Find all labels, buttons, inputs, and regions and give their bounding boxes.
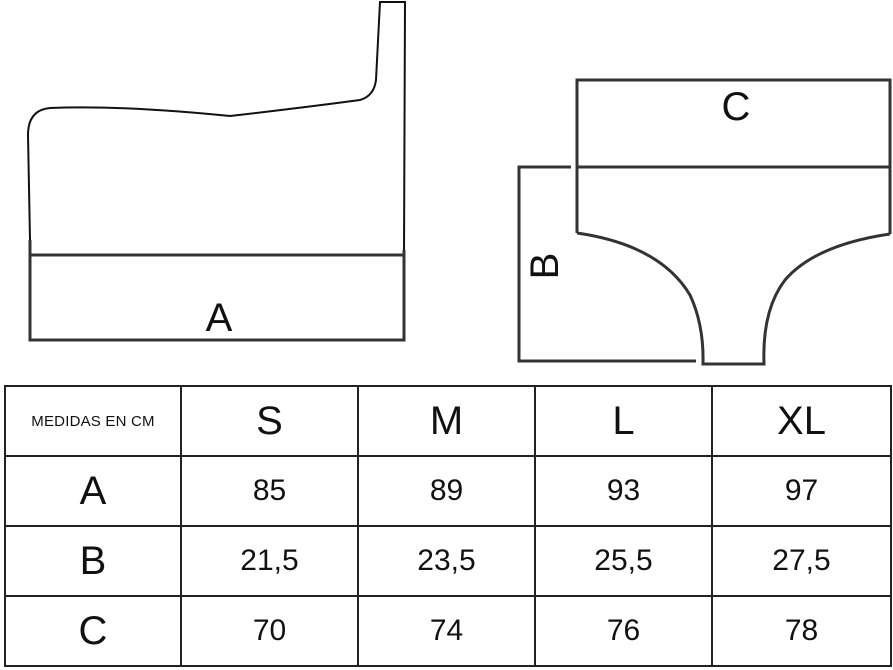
label-b: B [523, 253, 567, 280]
table-cell: 93 [534, 455, 713, 527]
row-label: B [4, 525, 182, 597]
measure-line-a [28, 240, 406, 342]
table-row: C 70 74 76 78 [4, 595, 892, 667]
table-row: A 85 89 93 97 [4, 455, 892, 527]
label-a: A [206, 296, 233, 340]
measure-line-b [517, 165, 696, 363]
size-header-xl: XL [711, 385, 892, 457]
table-cell: 21,5 [180, 525, 359, 597]
size-header-m: M [357, 385, 536, 457]
corner-label: MEDIDAS EN CM [4, 385, 182, 457]
table-cell: 85 [180, 455, 359, 527]
table-header-row: MEDIDAS EN CM S M L XL [4, 385, 892, 457]
measure-box-c [575, 78, 892, 234]
bottom-garment-outline [576, 231, 891, 366]
size-table: MEDIDAS EN CM S M L XL A 85 89 93 97 B 2… [4, 385, 892, 667]
table-cell: 74 [357, 595, 536, 667]
table-row: B 21,5 23,5 25,5 27,5 [4, 525, 892, 597]
size-header-l: L [534, 385, 713, 457]
row-label: A [4, 455, 182, 527]
size-header-s: S [180, 385, 359, 457]
measurement-diagram: A C B [26, 0, 892, 366]
table-cell: 27,5 [711, 525, 892, 597]
label-c: C [722, 85, 751, 129]
table-cell: 89 [357, 455, 536, 527]
table-cell: 25,5 [534, 525, 713, 597]
row-label: C [4, 595, 182, 667]
table-cell: 97 [711, 455, 892, 527]
table-cell: 23,5 [357, 525, 536, 597]
table-cell: 70 [180, 595, 359, 667]
top-garment-outline [26, 0, 407, 256]
table-cell: 76 [534, 595, 713, 667]
table-cell: 78 [711, 595, 892, 667]
